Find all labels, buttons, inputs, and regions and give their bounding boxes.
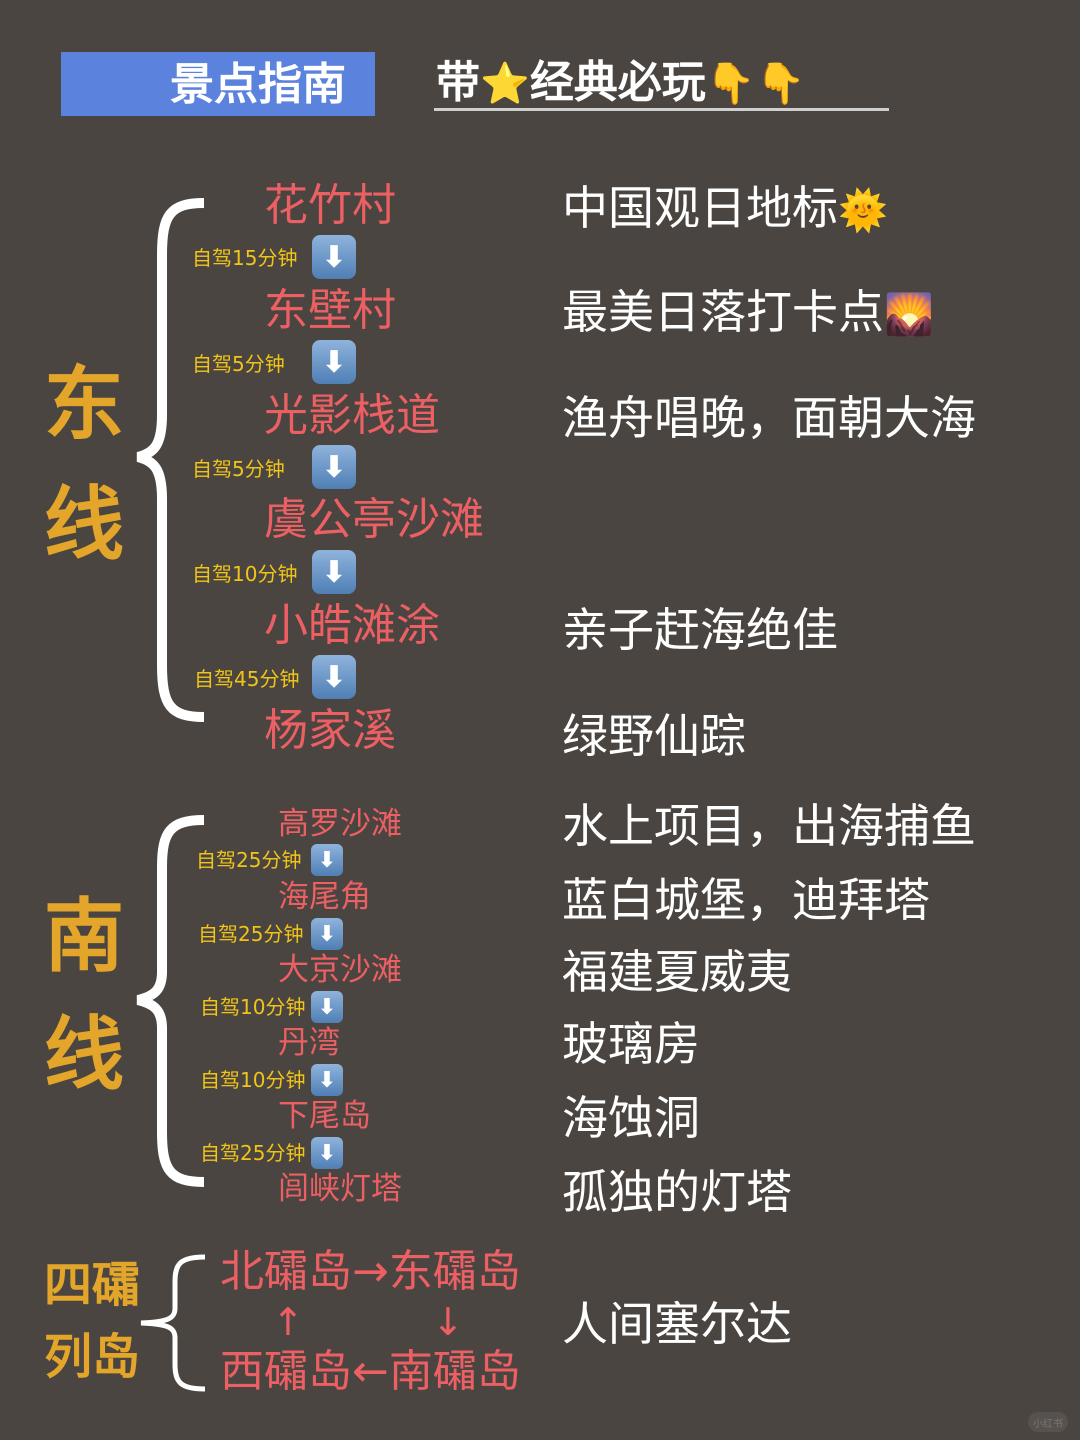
- subtitle-main: 经典必玩: [529, 57, 706, 108]
- arrow-left-icon: ←: [352, 1346, 389, 1397]
- east-stop-5: 小皓滩涂: [264, 600, 440, 651]
- arrow-right-icon: →: [352, 1246, 389, 1297]
- south-drive-4: 自驾10分钟: [200, 1068, 306, 1092]
- island-row-bottom: 西礵岛←南礵岛: [220, 1346, 521, 1398]
- east-desc-6: 绿野仙踪: [562, 709, 746, 763]
- page-title: 景点指南: [170, 59, 346, 110]
- south-desc-4: 玻璃房: [562, 1017, 700, 1071]
- east-stop-3: 光影栈道: [264, 390, 440, 441]
- down-arrow-icon: ⬇: [312, 340, 356, 384]
- east-drive-1: 自驾15分钟: [192, 246, 298, 270]
- islands-label-bottom: 列岛: [44, 1329, 141, 1385]
- south-island: 南礵岛: [388, 1346, 521, 1397]
- east-drive-2: 自驾5分钟: [192, 352, 285, 376]
- south-stop-4: 丹湾: [278, 1025, 340, 1061]
- west-island: 西礵岛: [220, 1346, 352, 1397]
- east-stop-4: 虞公亭沙滩: [264, 494, 484, 545]
- south-stop-3: 大京沙滩: [278, 952, 402, 988]
- east-brace-icon: [136, 198, 205, 722]
- south-drive-3: 自驾10分钟: [200, 995, 306, 1019]
- east-stop-2: 东壁村: [264, 285, 396, 336]
- title-banner: [61, 52, 375, 116]
- islands-label-top: 四礵: [44, 1257, 141, 1313]
- down-arrow-icon: ⬇: [312, 235, 356, 279]
- arrow-up-icon: ↑: [272, 1300, 304, 1344]
- east-desc-2: 最美日落打卡点🌄: [562, 284, 934, 343]
- south-stop-2: 海尾角: [278, 879, 371, 915]
- down-arrow-icon: ⬇: [312, 550, 356, 594]
- down-arrow-icon: ⬇: [311, 844, 343, 876]
- down-arrow-icon: ⬇: [311, 991, 343, 1023]
- south-line-label-top: 南: [44, 890, 124, 983]
- down-arrow-icon: ⬇: [312, 445, 356, 489]
- sunrise-mountains-icon: 🌄: [884, 292, 934, 338]
- east-desc-5: 亲子赶海绝佳: [562, 603, 838, 657]
- south-desc-6: 孤独的灯塔: [562, 1165, 792, 1219]
- islands-desc: 人间塞尔达: [562, 1297, 792, 1351]
- east-drive-4: 自驾10分钟: [192, 562, 298, 586]
- south-drive-1: 自驾25分钟: [196, 848, 302, 872]
- islands-brace-icon: [140, 1254, 206, 1392]
- subtitle-prefix: 带: [436, 57, 480, 108]
- east-desc-3: 渔舟唱晚，面朝大海: [562, 391, 976, 445]
- south-desc-3: 福建夏威夷: [562, 945, 792, 999]
- subtitle: 带⭐经典必玩👇👇: [436, 56, 805, 111]
- south-brace-icon: [136, 815, 205, 1187]
- pointing-down-icon: 👇👇: [705, 61, 806, 107]
- south-line-label-bottom: 线: [44, 1008, 124, 1101]
- sun-face-icon: 🌞: [838, 188, 888, 234]
- south-stop-1: 高罗沙滩: [278, 806, 402, 842]
- south-desc-2: 蓝白城堡，迪拜塔: [562, 873, 930, 927]
- south-desc-1: 水上项目，出海捕鱼: [562, 799, 976, 853]
- south-drive-2: 自驾25分钟: [198, 922, 304, 946]
- south-drive-5: 自驾25分钟: [200, 1141, 306, 1165]
- island-row-top: 北礵岛→东礵岛: [220, 1246, 521, 1298]
- east-drive-3: 自驾5分钟: [192, 457, 285, 481]
- east-desc-1-text: 中国观日地标: [562, 181, 838, 235]
- star-icon: ⭐: [480, 61, 530, 107]
- east-line-label-top: 东: [44, 358, 124, 451]
- east-stop-1: 花竹村: [264, 180, 396, 231]
- watermark: 小红书: [1028, 1412, 1068, 1432]
- down-arrow-icon: ⬇: [311, 918, 343, 950]
- south-desc-5: 海蚀洞: [562, 1091, 700, 1145]
- east-desc-1: 中国观日地标🌞: [562, 180, 888, 239]
- arrow-down-icon: ↓: [432, 1300, 464, 1344]
- east-line-label-bottom: 线: [44, 478, 124, 571]
- south-stop-6: 闾峡灯塔: [278, 1171, 402, 1207]
- east-drive-5: 自驾45分钟: [194, 667, 300, 691]
- south-stop-5: 下尾岛: [278, 1098, 371, 1134]
- east-stop-6: 杨家溪: [264, 705, 396, 756]
- down-arrow-icon: ⬇: [311, 1064, 343, 1096]
- east-island: 东礵岛: [388, 1246, 521, 1297]
- east-desc-2-text: 最美日落打卡点: [562, 285, 884, 339]
- north-island: 北礵岛: [220, 1246, 352, 1297]
- down-arrow-icon: ⬇: [311, 1137, 343, 1169]
- subtitle-underline: [434, 108, 889, 111]
- down-arrow-icon: ⬇: [312, 655, 356, 699]
